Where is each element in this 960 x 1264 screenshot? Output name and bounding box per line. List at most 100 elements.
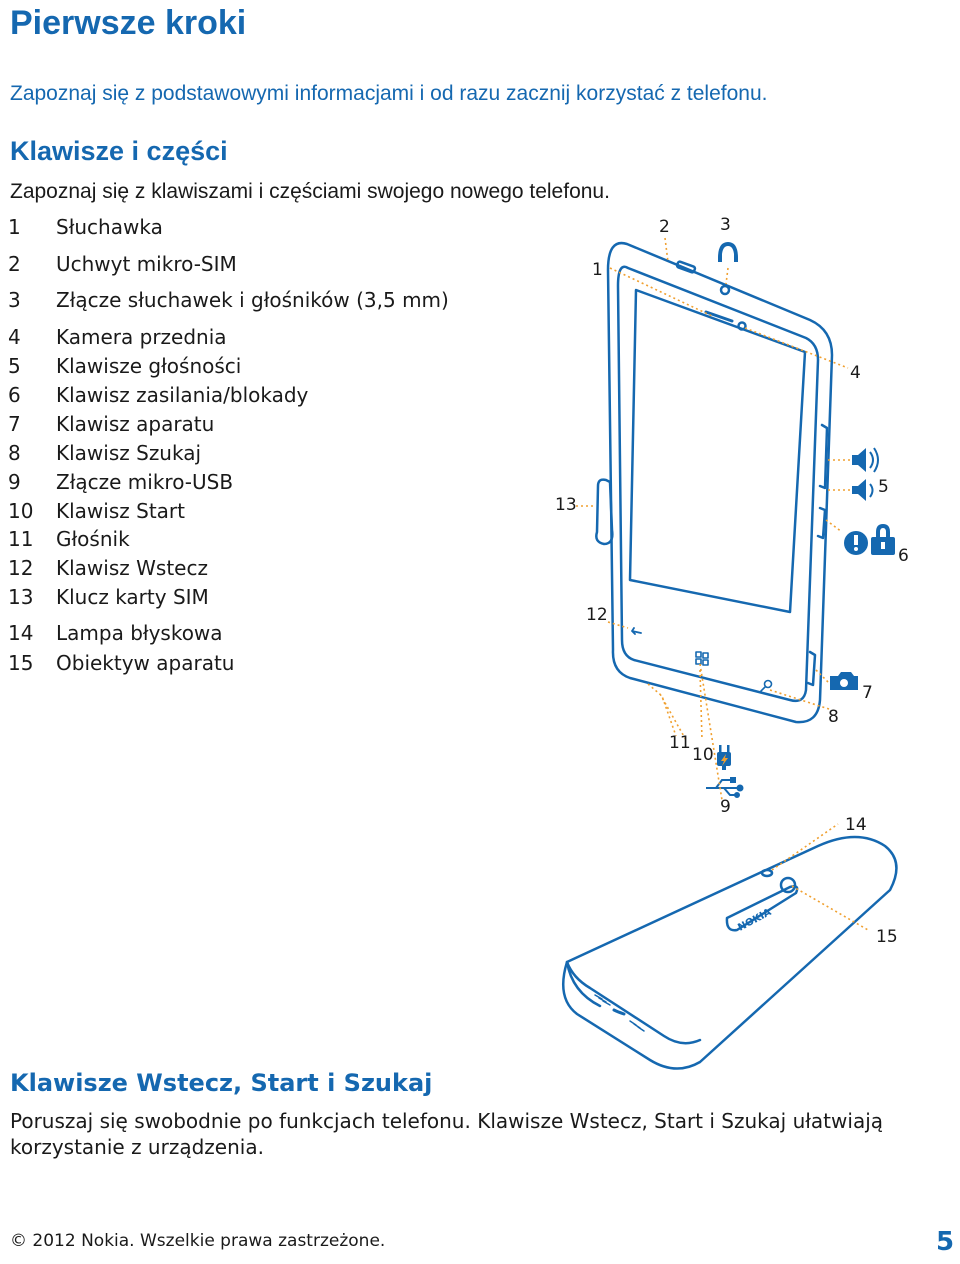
section-heading-back-start-search: Klawisze Wstecz, Start i Szukaj [10, 1069, 433, 1097]
part-label: Głośnik [56, 527, 130, 551]
phone-front-bezel [616, 265, 820, 703]
parts-list-item: 15 Obiektyw aparatu [8, 650, 234, 676]
part-number: 14 [8, 621, 34, 645]
volume-up-icon [852, 447, 879, 473]
callout-line-4 [744, 327, 849, 369]
usb-icon [706, 777, 744, 798]
part-label: Słuchawka [56, 215, 163, 239]
parts-list-item: 9 Złącze mikro-USB [8, 469, 233, 495]
callout-number: 2 [659, 217, 670, 237]
phone-body-outline [606, 241, 834, 724]
callout-line-14 [771, 823, 839, 871]
intro-text: Zapoznaj się z podstawowymi informacjami… [10, 82, 768, 105]
page-number: 5 [936, 1227, 955, 1257]
callout-line-9 [699, 663, 723, 801]
section-heading-keys-parts: Klawisze i części [10, 136, 228, 166]
phone-screen [628, 288, 807, 614]
parts-list-item: 1 Słuchawka [8, 214, 163, 240]
headphone-jack [719, 284, 731, 296]
phone-back-edge [565, 960, 702, 1045]
part-label: Złącze mikro-USB [56, 470, 234, 494]
part-label: Lampa błyskowa [56, 621, 223, 645]
earpiece-slot [704, 310, 734, 323]
footer-copyright: © 2012 Nokia. Wszelkie prawa zastrzeżone… [10, 1231, 386, 1251]
headphone-icon [718, 242, 738, 262]
parts-list-item: 5 Klawisze głośności [8, 353, 241, 379]
section-intro-text: Zapoznaj się z klawiszami i częściami sw… [10, 180, 610, 203]
part-number: 7 [8, 412, 21, 436]
page-title: Pierwsze kroki [10, 4, 247, 42]
callout-number: 12 [586, 605, 608, 625]
part-label: Klucz karty SIM [56, 585, 209, 609]
lock-icon [871, 524, 895, 555]
callout-line-3 [725, 267, 729, 285]
part-number: 1 [8, 215, 21, 239]
part-label: Złącze słuchawek i głośników (3,5 mm) [56, 288, 449, 312]
part-number: 15 [8, 651, 34, 675]
callout-number: 1 [592, 260, 603, 280]
parts-list-item: 3 Złącze słuchawek i głośników (3,5 mm) [8, 287, 449, 313]
callout-number: 6 [898, 546, 909, 566]
callout-number: 14 [845, 815, 867, 835]
callout-line-5 [828, 459, 850, 491]
back-key-glyph [631, 627, 642, 635]
camera-key-side [806, 650, 817, 687]
callout-line-10 [699, 669, 703, 741]
sim-holder [675, 260, 697, 274]
callout-line-11 [647, 683, 687, 741]
usb-port-back [612, 1008, 626, 1016]
part-label: Klawisz Wstecz [56, 556, 208, 580]
part-label: Klawisz Start [56, 499, 185, 523]
speaker-grill [594, 994, 611, 1006]
callout-line-6 [825, 519, 843, 533]
callout-number: 10 [692, 745, 714, 765]
sim-key-tool [595, 478, 614, 546]
part-label: Obiektyw aparatu [56, 651, 235, 675]
part-number: 6 [8, 383, 21, 407]
part-label: Klawisz aparatu [56, 412, 215, 436]
callout-number: 4 [850, 363, 861, 383]
volume-down-icon [852, 479, 874, 501]
part-label: Uchwyt mikro-SIM [56, 252, 237, 276]
callout-number: 15 [876, 927, 898, 947]
part-label: Klawisz Szukaj [56, 441, 202, 465]
part-number: 4 [8, 325, 21, 349]
parts-list-item: 6 Klawisz zasilania/blokady [8, 382, 308, 408]
parts-list-item: 4 Kamera przednia [8, 324, 227, 350]
power-key-side [816, 506, 827, 540]
part-label: Kamera przednia [56, 325, 227, 349]
parts-list-item: 7 Klawisz aparatu [8, 411, 214, 437]
part-number: 3 [8, 288, 21, 312]
callout-number: 3 [720, 215, 731, 235]
part-number: 8 [8, 441, 21, 465]
part-label: Klawisz zasilania/blokady [56, 383, 309, 407]
power-icon [844, 531, 868, 555]
speaker-grill-2 [629, 1020, 645, 1032]
callout-line-8 [769, 689, 833, 711]
callout-line-15 [791, 885, 869, 931]
part-number: 2 [8, 252, 21, 276]
camera-icon [830, 672, 858, 690]
callout-number: 9 [720, 797, 731, 817]
parts-list-item: 13 Klucz karty SIM [8, 584, 209, 610]
callout-number: 8 [828, 707, 839, 727]
part-number: 13 [8, 585, 34, 609]
section-body-text: Poruszaj się swobodnie po funkcjach tele… [10, 1109, 884, 1159]
phone-back-outline [562, 835, 898, 1070]
callout-number: 7 [862, 683, 873, 703]
back-flash [760, 868, 774, 878]
start-key-glyph [695, 651, 709, 666]
back-camera-lens [779, 876, 797, 894]
volume-key-side [818, 423, 829, 490]
search-key-glyph [760, 679, 773, 692]
charge-bolt-icon [721, 754, 728, 766]
callout-number: 11 [669, 733, 691, 753]
part-label: Klawisze głośności [56, 354, 242, 378]
part-number: 5 [8, 354, 21, 378]
parts-list-item: 2 Uchwyt mikro-SIM [8, 251, 237, 277]
part-number: 9 [8, 470, 21, 494]
